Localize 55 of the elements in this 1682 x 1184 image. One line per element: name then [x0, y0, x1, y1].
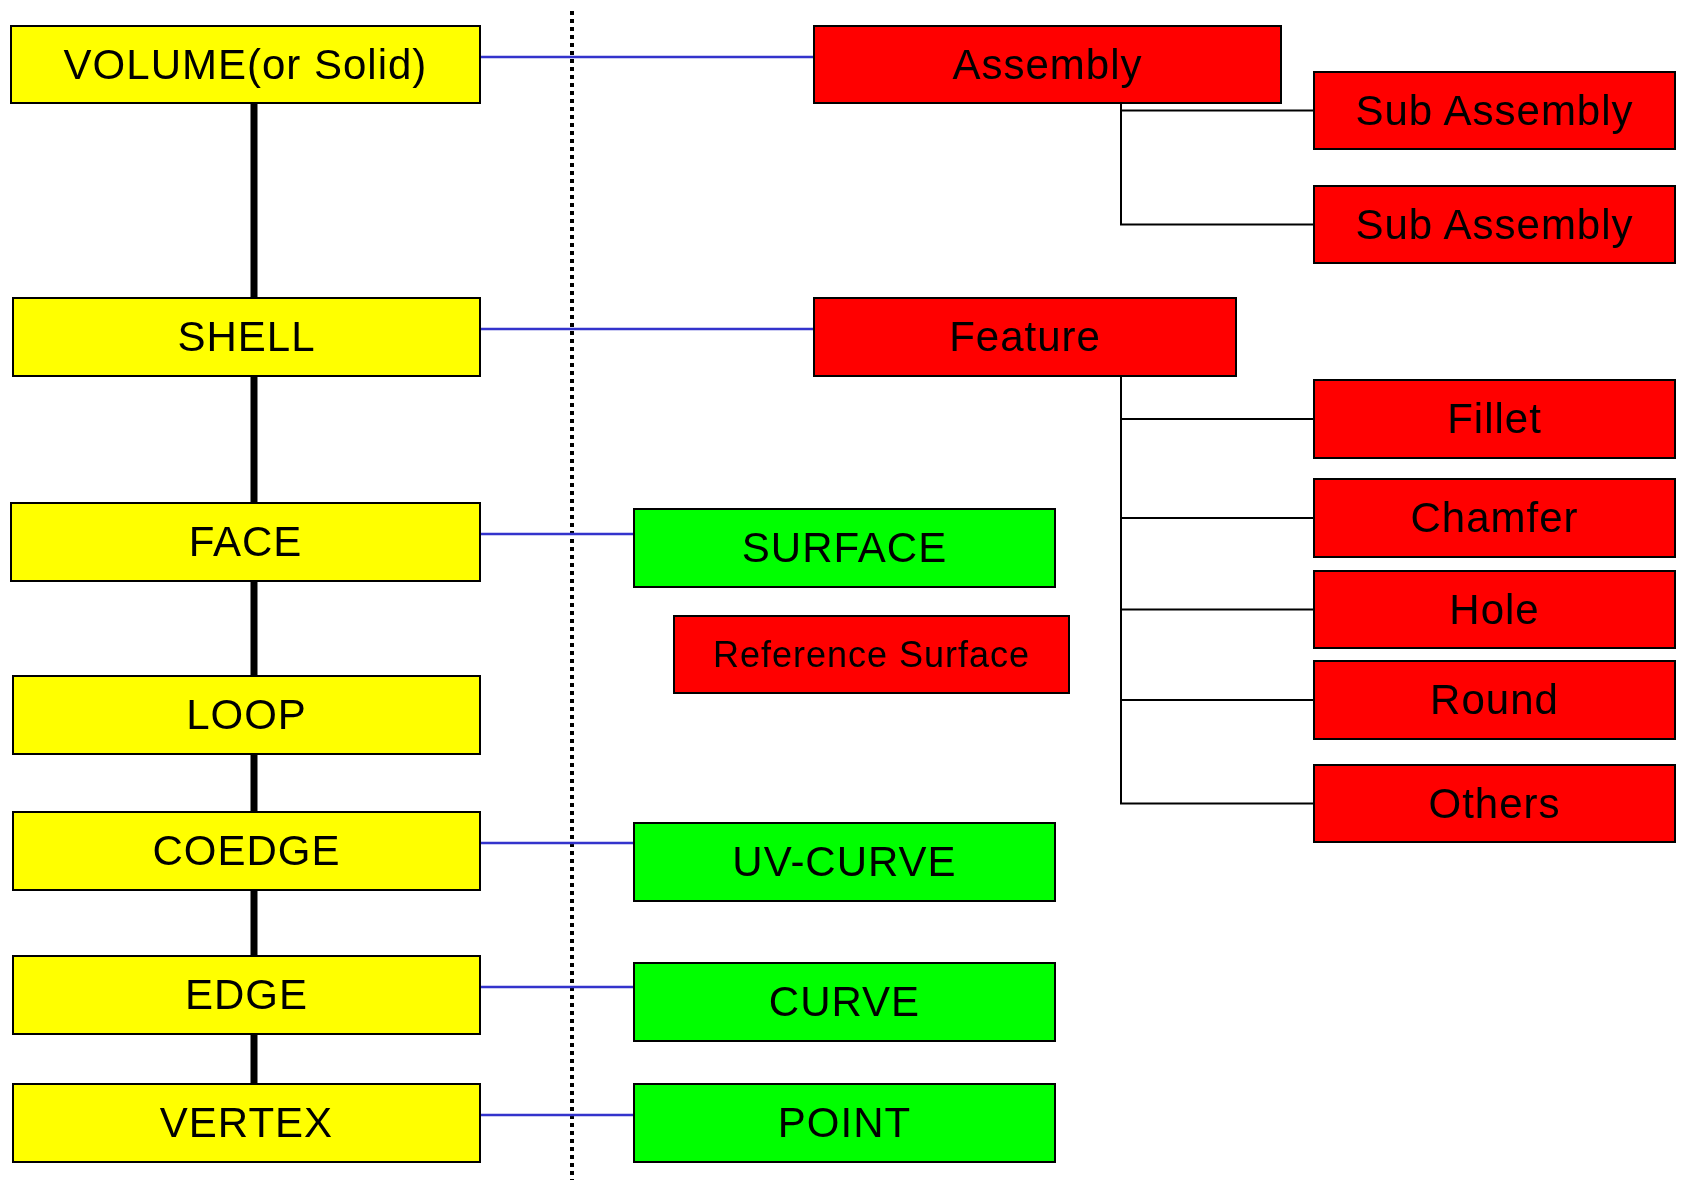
node-box: [633, 822, 1056, 902]
node-label: COEDGE: [152, 827, 341, 875]
connector-line: [481, 327, 813, 331]
node-box: [1313, 185, 1676, 264]
node-label: Reference Surface: [712, 633, 1031, 676]
node-box: [12, 811, 481, 891]
node-label: Hole: [1449, 585, 1540, 634]
node-box: [1313, 570, 1676, 649]
connector-line: [481, 841, 633, 845]
connector-line: [481, 1113, 633, 1117]
connector-line: [481, 985, 633, 989]
connector-line: [481, 532, 633, 536]
node-box: [633, 962, 1056, 1042]
connector-line: [250, 755, 258, 811]
node-box: [1313, 71, 1676, 150]
connector-line: [481, 55, 813, 59]
node-box: [1313, 478, 1676, 558]
node-box: [12, 297, 481, 377]
node-label: EDGE: [185, 971, 308, 1019]
node-label: Assembly: [952, 40, 1143, 89]
node-box: [1313, 660, 1676, 740]
node-label: FACE: [188, 518, 303, 566]
node-label: Sub Assembly: [1355, 200, 1634, 249]
connector-line: [250, 582, 258, 675]
node-box: [10, 502, 481, 582]
node-label: UV-CURVE: [732, 838, 957, 886]
node-box: [813, 25, 1282, 104]
connector-line: [250, 1035, 258, 1083]
node-label: Feature: [949, 313, 1101, 361]
node-label: VOLUME(or Solid): [63, 40, 428, 89]
node-box: [12, 675, 481, 755]
node-label: Round: [1430, 676, 1559, 724]
node-label: CURVE: [768, 978, 921, 1026]
node-box: [813, 297, 1237, 377]
node-label: POINT: [777, 1099, 912, 1147]
node-box: [673, 615, 1070, 694]
node-label: LOOP: [186, 691, 307, 739]
node-label: VERTEX: [159, 1099, 334, 1147]
node-label: Sub Assembly: [1355, 86, 1634, 135]
node-label: Others: [1428, 779, 1561, 828]
node-box: [12, 1083, 481, 1163]
node-box: [633, 1083, 1056, 1163]
node-label: Chamfer: [1410, 494, 1579, 542]
connector-line: [250, 891, 258, 955]
connector-line: [250, 104, 258, 297]
node-box: [1313, 764, 1676, 843]
node-box: [1313, 379, 1676, 459]
node-box: [10, 25, 481, 104]
connector-line: [1120, 103, 1314, 226]
node-label: SHELL: [177, 313, 316, 361]
node-label: SURFACE: [741, 524, 948, 572]
node-box: [12, 955, 481, 1035]
connector-line: [250, 377, 258, 502]
node-box: [633, 508, 1056, 588]
node-label: Fillet: [1447, 395, 1542, 443]
